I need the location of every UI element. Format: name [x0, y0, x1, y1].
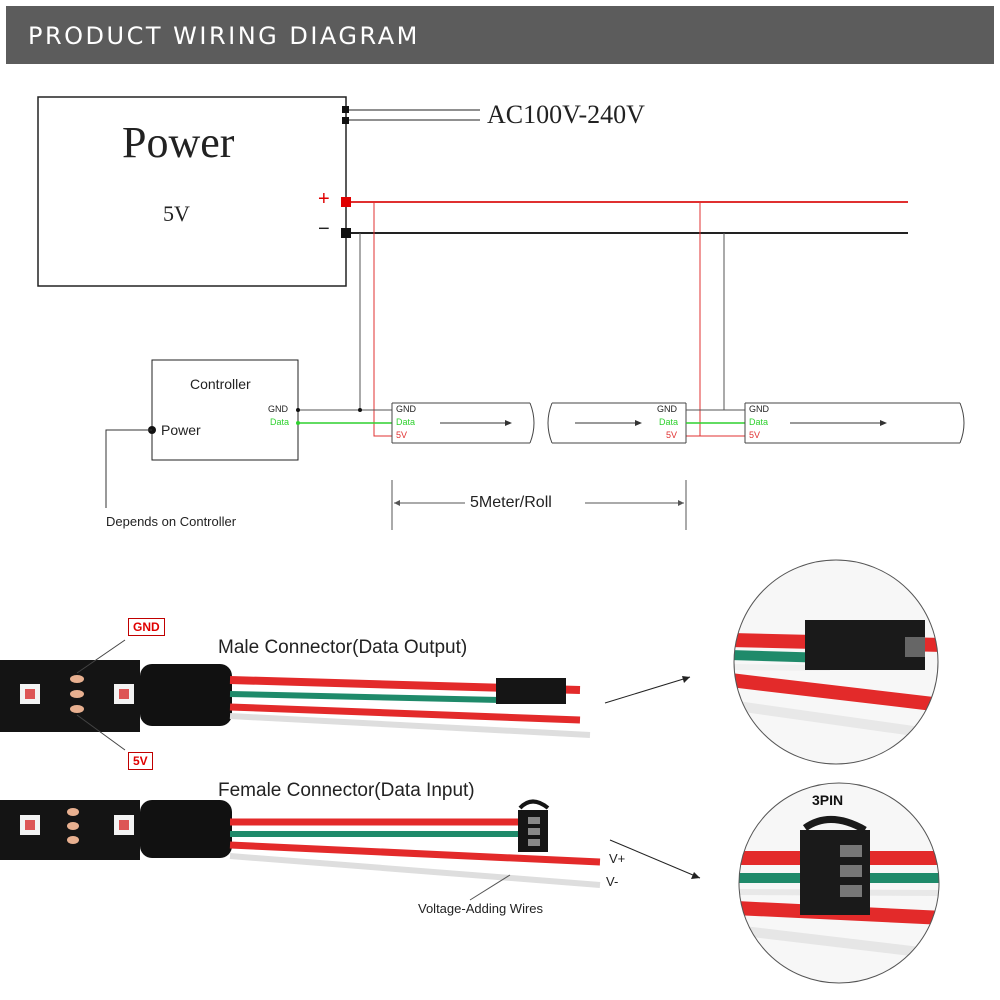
- seg2-data: Data: [659, 417, 679, 427]
- seg1-gnd: GND: [396, 404, 416, 414]
- controller-title: Controller: [190, 376, 251, 392]
- power-title: Power: [122, 118, 235, 167]
- controller-note: Depends on Controller: [106, 514, 237, 529]
- power-voltage: 5V: [163, 201, 190, 226]
- strip-segment-1: [391, 402, 535, 444]
- power-supply-box: [37, 96, 347, 287]
- male-connector-zoom: [733, 559, 939, 765]
- seg3-data: Data: [749, 417, 769, 427]
- ac-input-label: AC100V-240V: [487, 100, 645, 129]
- female-connector-label: Female Connector(Data Input): [218, 780, 475, 801]
- controller-power-label: Power: [161, 422, 201, 438]
- positive-terminal: [341, 197, 351, 207]
- controller-gnd-label: GND: [268, 404, 288, 414]
- vplus-label: V+: [609, 851, 626, 866]
- controller-data-label: Data: [270, 417, 290, 427]
- voltage-wires-label: Voltage-Adding Wires: [418, 901, 544, 916]
- minus-sign: −: [318, 218, 330, 240]
- 3pin-label: 3PIN: [812, 792, 844, 808]
- controller-box: [151, 359, 299, 461]
- female-strip-illustration: [0, 799, 601, 901]
- male-strip-illustration: [0, 639, 591, 751]
- roll-length-label: 5Meter/Roll: [470, 494, 552, 511]
- negative-terminal: [341, 228, 351, 238]
- seg3-5v: 5V: [749, 430, 761, 440]
- vminus-label: V-: [606, 874, 619, 889]
- seg2-gnd: GND: [657, 404, 677, 414]
- header-bar: PRODUCT WIRING DIAGRAM: [6, 6, 994, 64]
- seg1-5v: 5V: [396, 430, 408, 440]
- female-connector-zoom: [738, 782, 940, 984]
- seg1-data: Data: [396, 417, 416, 427]
- seg2-5v: 5V: [666, 430, 678, 440]
- plus-sign: +: [318, 188, 330, 210]
- roll-dimension: [391, 480, 687, 530]
- male-connector-label: Male Connector(Data Output): [218, 637, 468, 658]
- 5v-badge: 5V: [128, 752, 153, 770]
- gnd-badge: GND: [128, 618, 165, 636]
- page-title: PRODUCT WIRING DIAGRAM: [28, 22, 420, 50]
- strip-segment-3: [744, 402, 965, 444]
- seg3-gnd: GND: [749, 404, 769, 414]
